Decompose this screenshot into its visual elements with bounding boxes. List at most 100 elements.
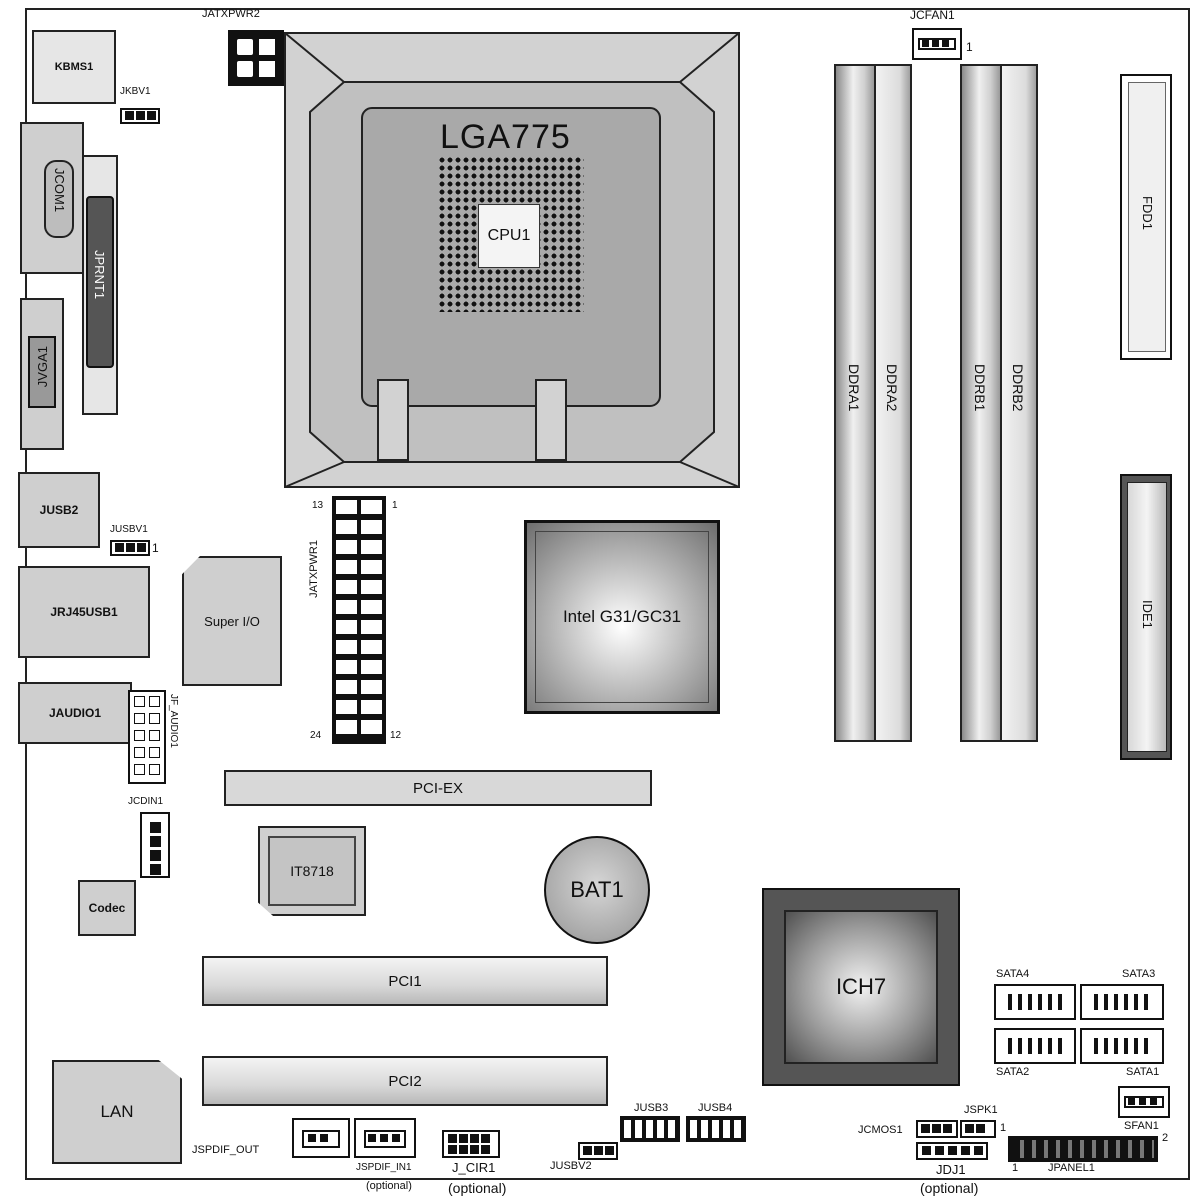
lan-chip: LAN: [52, 1060, 182, 1164]
sata2-label: SATA2: [996, 1066, 1030, 1078]
dimm-b1-label: DDRB1: [972, 364, 988, 412]
atxmain-pins: [336, 500, 382, 740]
cpu-label: CPU1: [487, 227, 531, 244]
vga-label: JVGA1: [35, 346, 50, 388]
panel-pin1: 1: [1012, 1162, 1019, 1174]
pci1-label: PCI1: [388, 972, 422, 990]
f-audio-label: JF_AUDIO1: [168, 694, 179, 748]
cir-optional: (optional): [448, 1180, 507, 1196]
pciex-label: PCI-EX: [412, 779, 463, 797]
cpufan-pin1: 1: [966, 40, 973, 54]
fdd-connector: [1120, 74, 1172, 360]
atxmain-pin12: 12: [390, 730, 402, 741]
atxmain-pin24: 24: [310, 730, 322, 741]
dimm-b2-slot: [1000, 64, 1038, 742]
dimm-a2-slot: [874, 64, 912, 742]
jdj-optional: (optional): [920, 1180, 979, 1196]
jdj-header: [916, 1142, 988, 1160]
pci2-label: PCI2: [388, 1072, 422, 1090]
kbms-label: KBMS1: [54, 61, 94, 73]
sata1-label: SATA1: [1126, 1066, 1160, 1078]
sata4-port: [994, 984, 1076, 1020]
panel-pin2: 2: [1162, 1132, 1169, 1144]
kbms-connector: KBMS1: [32, 30, 116, 104]
cpu-die: CPU1: [478, 204, 540, 268]
battery: BAT1: [544, 836, 650, 944]
spdif-in-header: [354, 1118, 416, 1158]
superio-chip: Super I/O: [182, 556, 282, 686]
fdd-label: FDD1: [1140, 196, 1155, 230]
usbv1-label: JUSBV1: [110, 524, 148, 535]
sata2-port: [994, 1028, 1076, 1064]
com-port-body: [44, 160, 74, 238]
spdif-out-label: JSPDIF_OUT: [192, 1144, 260, 1156]
sysfan-header: [1118, 1086, 1170, 1118]
atxmain-pin13: 13: [312, 500, 324, 511]
spdif-in-optional: (optional): [366, 1180, 412, 1192]
codec-label: Codec: [88, 901, 126, 915]
northbridge-label: Intel G31/GC31: [562, 607, 682, 626]
rj45usb-connector: JRJ45USB1: [18, 566, 150, 658]
jdj-label: JDJ1: [936, 1162, 966, 1177]
southbridge-chip: ICH7: [762, 888, 960, 1086]
usb4-label: JUSB4: [698, 1102, 733, 1114]
rj45usb-label: JRJ45USB1: [50, 605, 118, 619]
usbv2-header: [578, 1142, 618, 1160]
spk-label: JSPK1: [964, 1104, 998, 1116]
spk-header: [960, 1120, 996, 1138]
dimm-a2-label: DDRA2: [884, 364, 900, 412]
lan-label: LAN: [100, 1102, 134, 1121]
cpufan-header: [912, 28, 962, 60]
vga-port-body: [28, 336, 56, 408]
cpufan-label: JCFAN1: [910, 8, 955, 22]
panel-header: [1008, 1136, 1158, 1162]
ide-connector: [1120, 474, 1172, 760]
southbridge-label: ICH7: [835, 974, 887, 999]
atx12v-label: JATXPWR2: [202, 8, 260, 20]
cir-header: [442, 1130, 500, 1158]
usb2-label: JUSB2: [39, 503, 79, 517]
pciex-slot: PCI-EX: [224, 770, 652, 806]
sata4-label: SATA4: [996, 968, 1030, 980]
prnt-port-body: [86, 196, 114, 368]
usb4-header: [686, 1116, 746, 1142]
sata1-port: [1080, 1028, 1164, 1064]
atxmain-pin1: 1: [392, 500, 398, 511]
spk-pin: 1: [1000, 1122, 1007, 1134]
kbpwr-label: JKBV1: [120, 86, 151, 97]
usbv1-header: [110, 540, 150, 556]
sata3-label: SATA3: [1122, 968, 1156, 980]
northbridge-chip: Intel G31/GC31: [524, 520, 720, 714]
atx12v-connector: [228, 30, 284, 86]
cdin-label: JCDIN1: [128, 796, 164, 807]
dimm-a1-label: DDRA1: [846, 364, 862, 412]
usb3-header: [620, 1116, 680, 1142]
audio-label: JAUDIO1: [48, 706, 101, 720]
kbpwr-header: [120, 108, 160, 124]
sata3-port: [1080, 984, 1164, 1020]
usb3-label: JUSB3: [634, 1102, 669, 1114]
usbv1-pin1: 1: [152, 541, 159, 555]
superio-label: Super I/O: [204, 613, 260, 629]
ide-label: IDE1: [1140, 600, 1155, 629]
f-audio-header: [128, 690, 166, 784]
ite-chip: IT8718: [258, 826, 366, 916]
dimm-b2-label: DDRB2: [1010, 364, 1026, 412]
pci1-slot: PCI1: [202, 956, 608, 1006]
atxmain-label: JATXPWR1: [308, 540, 320, 598]
usb2-connector: JUSB2: [18, 472, 100, 548]
cmos-header: [916, 1120, 958, 1138]
pci2-slot: PCI2: [202, 1056, 608, 1106]
cdin-header: [140, 812, 170, 878]
prnt-label: JPRNT1: [92, 250, 107, 300]
cir-label: J_CIR1: [452, 1160, 496, 1175]
battery-label: BAT1: [570, 877, 624, 902]
codec-chip: Codec: [78, 880, 136, 936]
spdif-out-header: [292, 1118, 350, 1158]
sysfan-label: SFAN1: [1124, 1120, 1159, 1132]
com-label: JCOM1: [52, 168, 67, 213]
cpu-socket-label: LGA775: [440, 118, 571, 156]
panel-label: JPANEL1: [1048, 1162, 1095, 1174]
ite-label: IT8718: [290, 863, 334, 879]
cmos-label: JCMOS1: [858, 1124, 903, 1136]
